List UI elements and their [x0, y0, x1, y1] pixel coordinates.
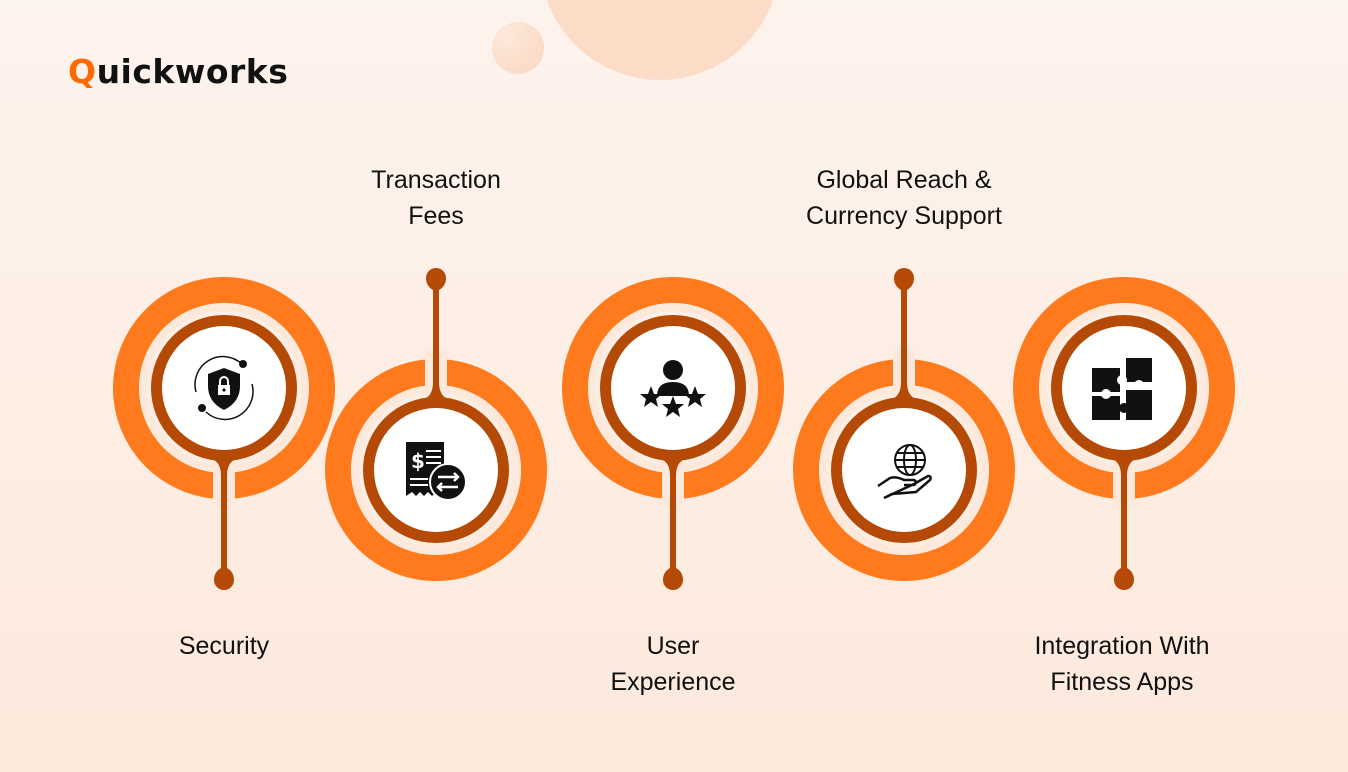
node-integration: [1026, 290, 1222, 590]
shield-lock-icon: [194, 355, 254, 421]
svg-text:$: $: [411, 449, 425, 473]
brand-logo: Quickworks: [68, 52, 289, 91]
user-rating-icon: [640, 360, 706, 417]
node-security: [126, 290, 322, 590]
label-global-reach: Global Reach &Currency Support: [806, 166, 1002, 230]
decorative-circle-small: [492, 22, 544, 74]
node-transaction-fees: [338, 268, 534, 568]
label-security: Security: [178, 632, 270, 660]
globe-hand-icon: [877, 444, 932, 500]
node-global-reach: [806, 268, 1002, 568]
node-user-experience: [575, 290, 771, 590]
receipt-exchange-icon: $: [406, 442, 467, 501]
puzzle-icon: [1092, 358, 1152, 420]
